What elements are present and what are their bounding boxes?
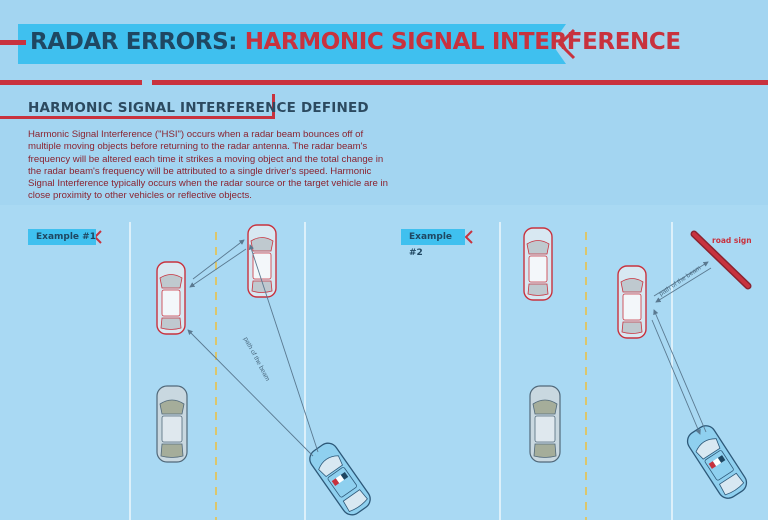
police-car	[305, 438, 375, 520]
divider-stripe-left	[0, 80, 142, 85]
example-2-tag: Example #2	[401, 229, 465, 258]
target-car-red	[523, 227, 553, 301]
page-title: RADAR ERRORS: HARMONIC SIGNAL INTERFEREN…	[30, 29, 681, 55]
beam-paths-example-1	[187, 239, 319, 457]
section-heading: HARMONIC SIGNAL INTERFERENCE DEFINED	[28, 100, 369, 116]
example-tag-notch	[464, 230, 473, 244]
title-accent-stripe	[0, 40, 26, 45]
road-sign-label: road sign	[712, 236, 752, 245]
divider-stripe-right	[152, 80, 768, 85]
road-sign	[690, 230, 752, 290]
title-prefix: RADAR ERRORS:	[30, 29, 245, 55]
reflecting-car-red	[617, 265, 647, 339]
section-description: Harmonic Signal Interference ("HSI") occ…	[28, 129, 388, 202]
beam-paths-example-2	[651, 261, 712, 435]
parked-car-gray	[529, 385, 561, 463]
reflecting-car-red	[247, 224, 277, 298]
title-main: HARMONIC SIGNAL INTERFERENCE	[244, 29, 681, 55]
title-banner	[18, 24, 566, 64]
parked-car-gray	[156, 385, 188, 463]
target-car-red	[156, 261, 186, 335]
police-car	[683, 421, 751, 503]
example-1-tag: Example #1	[28, 229, 96, 245]
section-heading-underline	[0, 94, 275, 119]
